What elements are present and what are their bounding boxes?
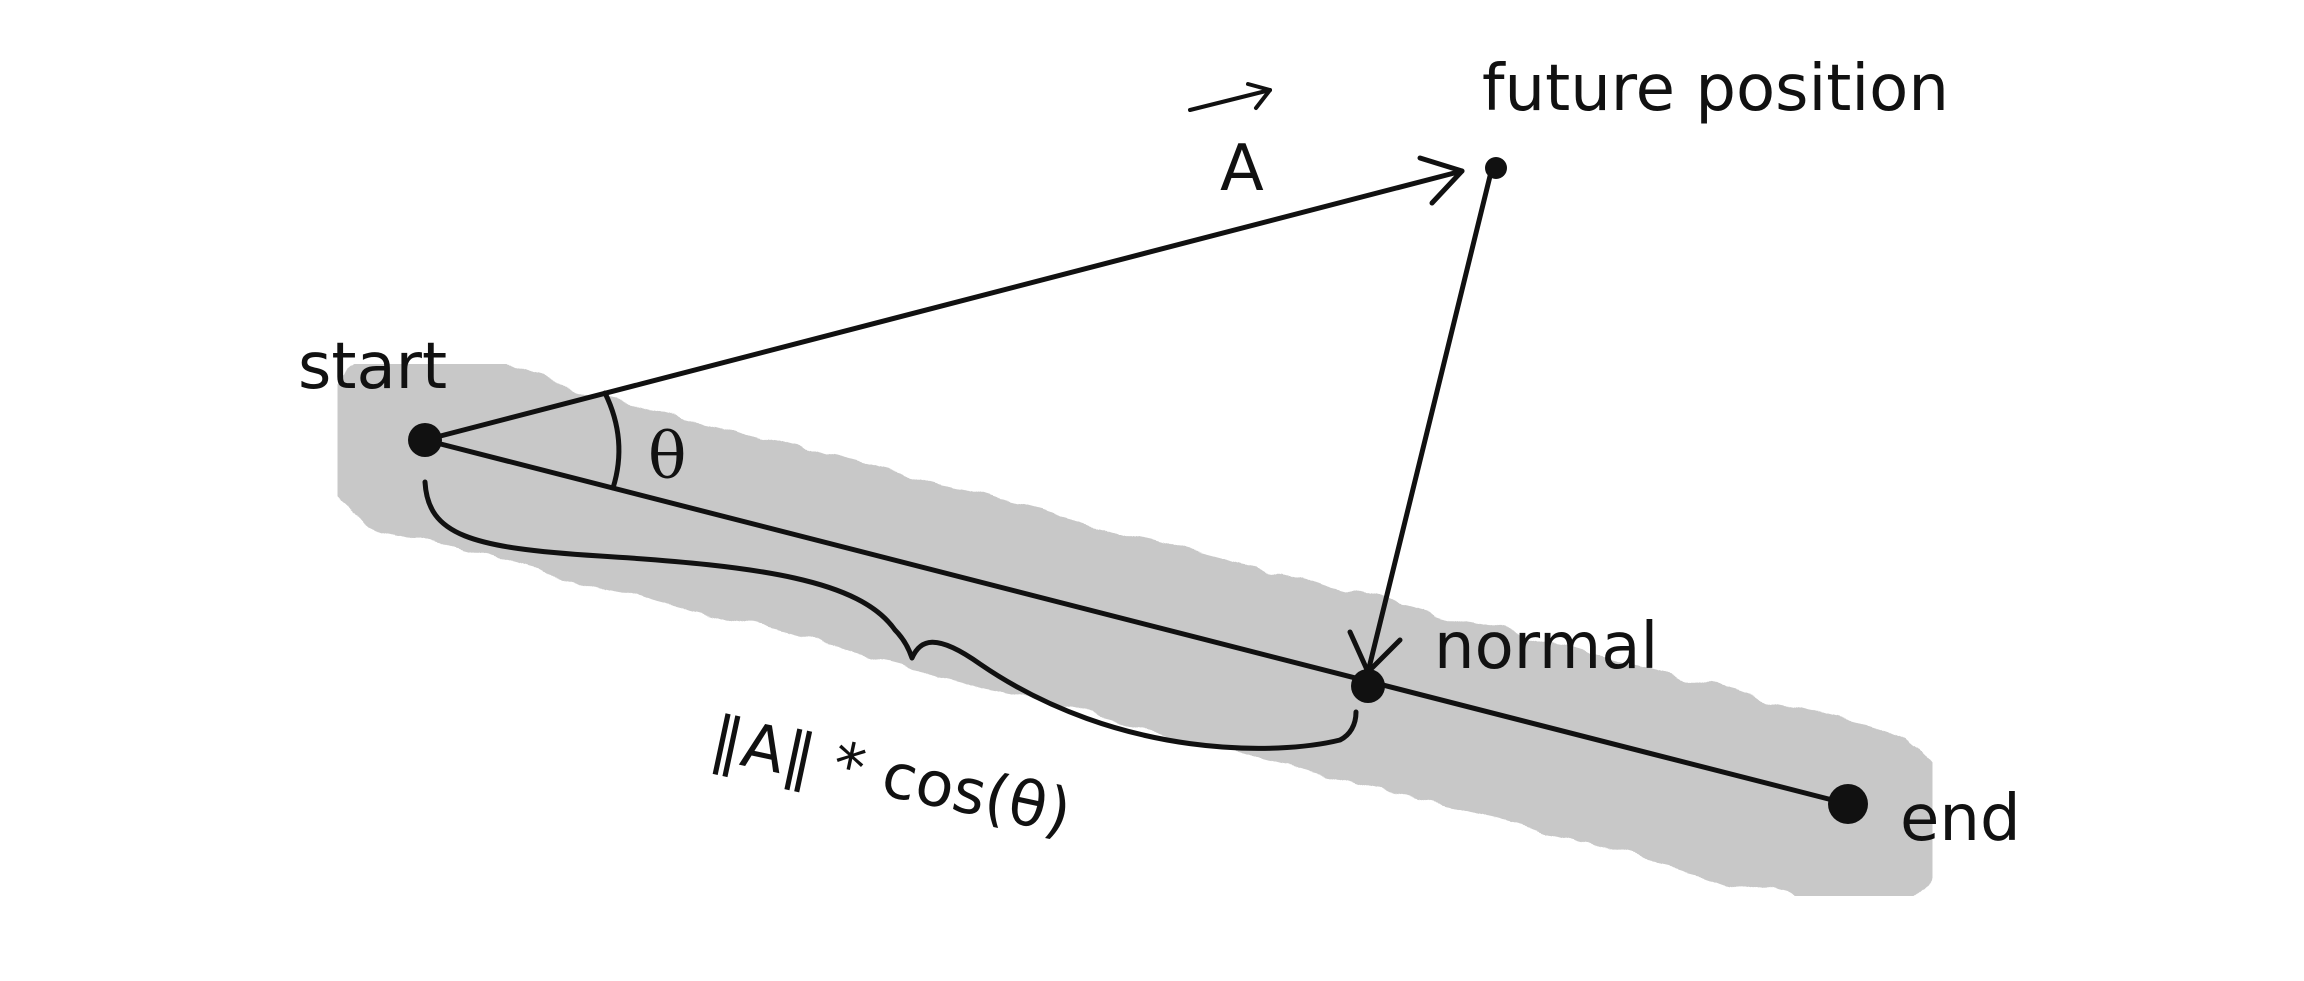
normal-point [1351,669,1385,703]
start-point [408,423,442,457]
theta-label: θ [648,420,687,494]
end-point [1828,784,1868,824]
vector-a-line [422,168,1465,443]
start-label: start [298,330,447,404]
vector-a-arrowhead [1417,155,1465,206]
end-label: end [1900,782,2021,856]
path-band [317,347,1953,913]
future-position-label: future position [1482,52,1949,126]
vector-a-label: A [1220,132,1264,206]
path-line [422,437,1851,807]
theta-angle-arc [602,390,622,491]
normal-line [1365,165,1495,675]
normal-label: normal [1434,610,1658,684]
projection-brace [422,479,1359,751]
projection-label: ‖A‖ * cos(θ) [705,701,1078,849]
future-position-point [1485,157,1507,179]
vector-a-label-arrowhead [1246,82,1272,110]
vector-a-label-arrow [1188,88,1272,112]
